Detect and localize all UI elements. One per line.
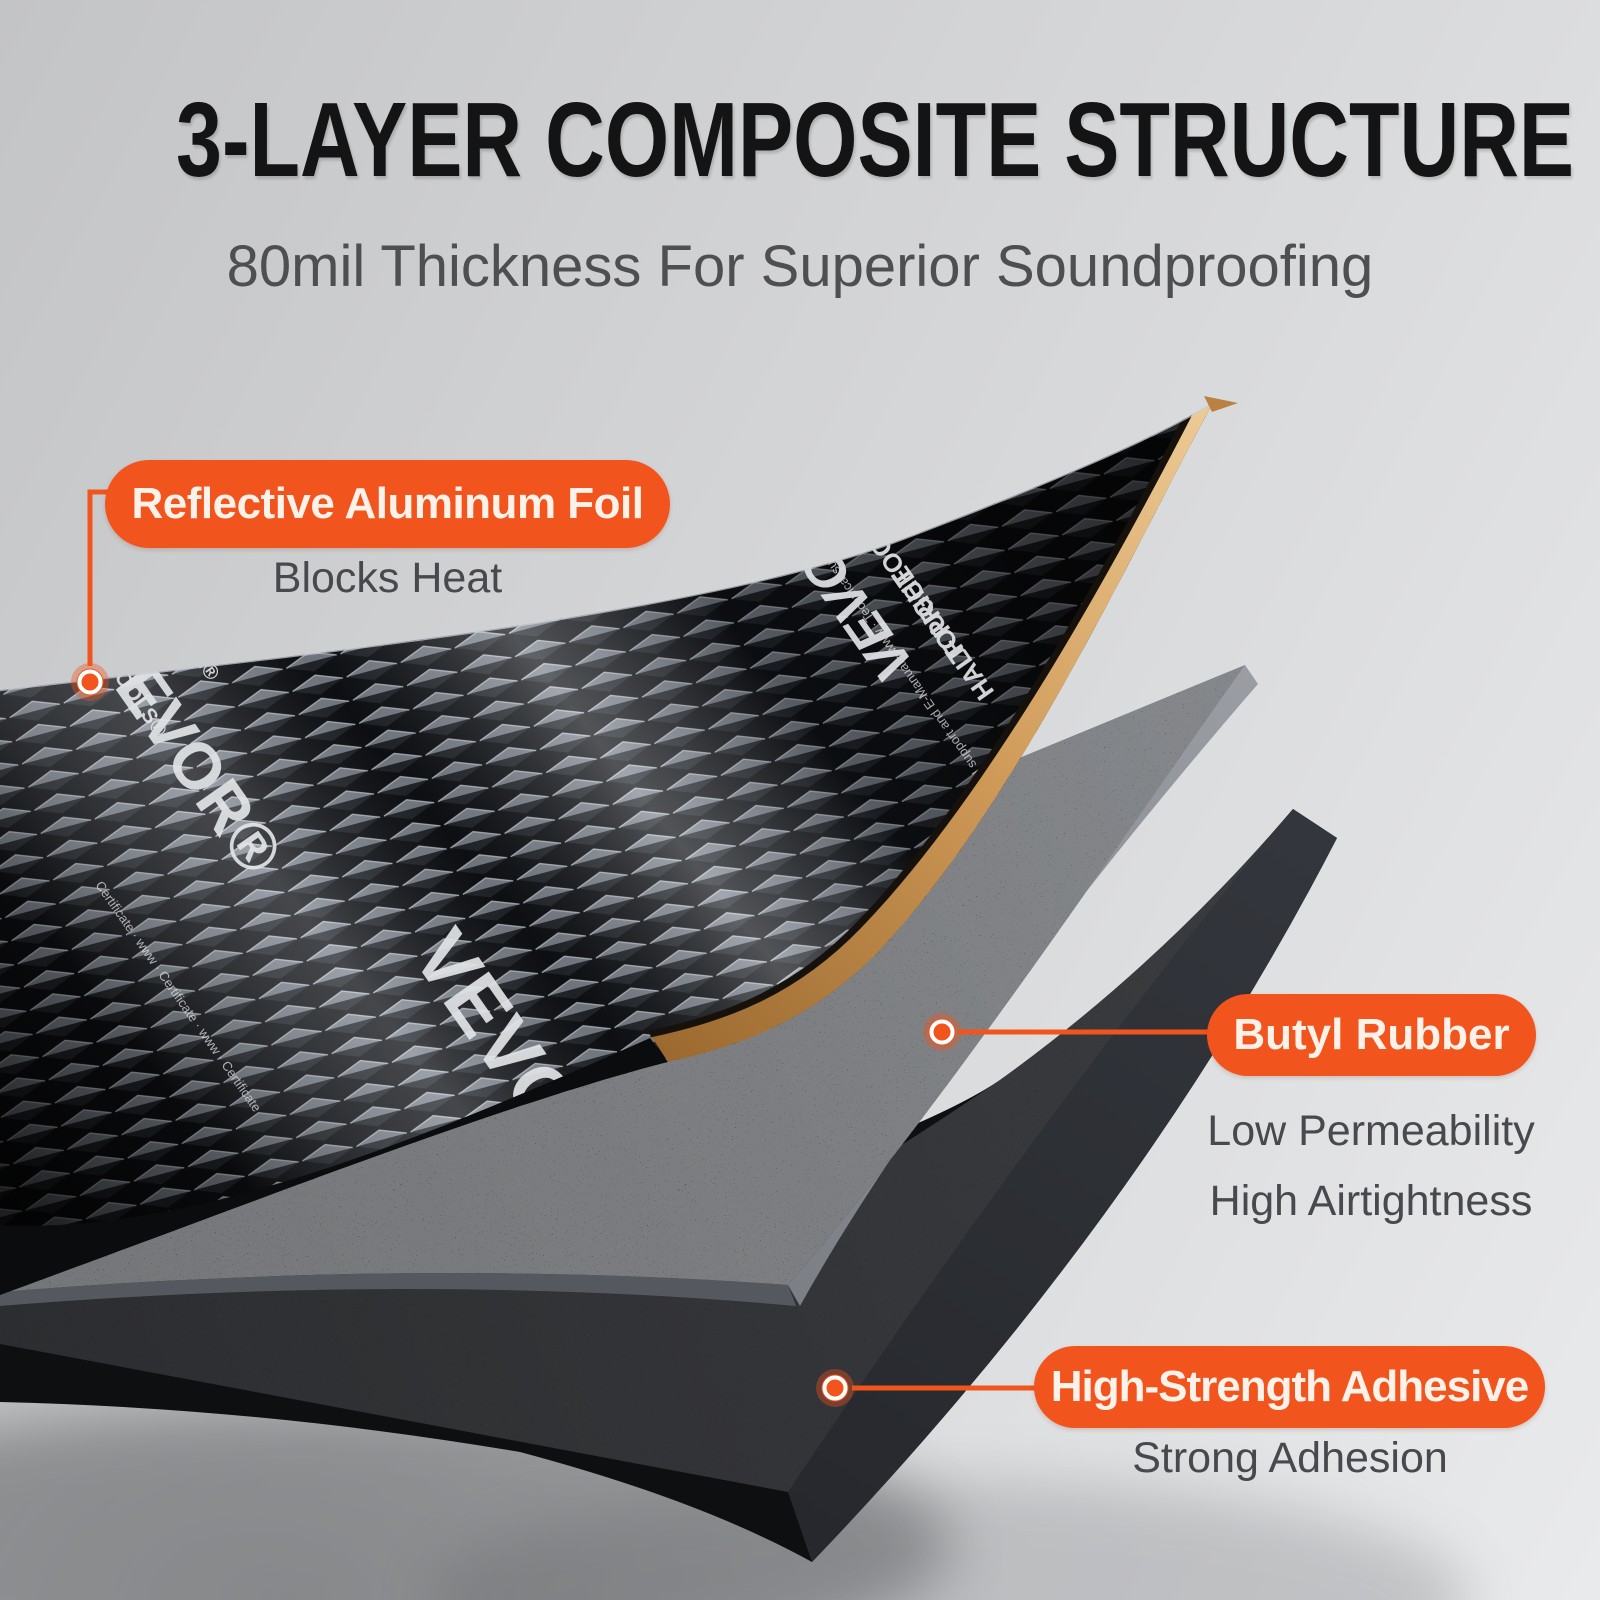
adhesive-callout-pill: High-Strength Adhesive [1034,1346,1545,1428]
page-title: 3-LAYER COMPOSITE STRUCTURE [176,81,1575,199]
butyl-right-edge [788,665,1258,1306]
butyl-description-line-2: High Airtightness [1209,1177,1533,1225]
callout-markers [71,663,961,1407]
butyl-callout-description: Low Permeability High Airtightness [1140,1096,1600,1236]
foil-sheen [0,403,1213,1295]
foil-tip-sliver [1204,396,1238,412]
butyl-description-line-1: Low Permeability [1207,1107,1535,1155]
foil-callout-description: Blocks Heat [272,554,503,602]
adhesive-callout-description: Strong Adhesion [1132,1434,1448,1482]
foil-top-rim-highlight [0,403,1213,692]
adhesive-callout-marker [816,1369,854,1407]
page-subtitle: 80mil Thickness For Superior Soundproofi… [226,234,1374,299]
butyl-callout-pill: Butyl Rubber [1207,994,1536,1076]
butyl-callout-marker [923,1013,961,1051]
foil-underside-band [0,1038,668,1295]
adhesive-speckle-texture [0,809,1293,1492]
foil-callout-marker [71,663,109,701]
foil-callout-pill: Reflective Aluminum Foil [105,460,670,548]
foil-edge-shadow-line [649,403,1200,1038]
butyl-front-edge [0,1273,796,1306]
adhesive-layer-side-face [788,809,1337,1562]
adhesive-layer [0,809,1337,1562]
